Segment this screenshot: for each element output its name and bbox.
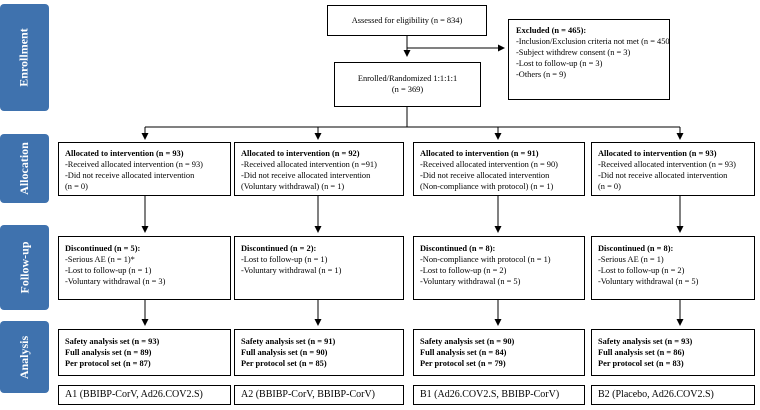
followup-box-b2: Discontinued (n = 8): -Serious AE (n = 1… — [591, 236, 755, 300]
allocation-line: (Voluntary withdrawal) (n = 1) — [241, 182, 345, 191]
allocation-box-a1: Allocated to intervention (n = 93) -Rece… — [58, 142, 231, 196]
allocation-line: -Did not receive allocated intervention — [241, 171, 371, 180]
analysis-line: Per protocol set (n = 87) — [65, 359, 151, 368]
followup-box-a1: Discontinued (n = 5): -Serious AE (n = 1… — [58, 236, 231, 300]
followup-title: Discontinued (n = 8): — [598, 244, 674, 253]
excluded-box: Excluded (n = 465): -Inclusion/Exclusion… — [508, 19, 670, 100]
analysis-line: Safety analysis set (n = 90) — [420, 337, 515, 346]
followup-box-a2: Discontinued (n = 2): -Lost to follow-up… — [234, 236, 404, 300]
stage-label-followup: Follow-up — [0, 225, 49, 310]
stage-label-allocation-text: Allocation — [17, 142, 32, 195]
followup-line: -Voluntary withdrawal (n = 3) — [65, 277, 166, 286]
excluded-item: -Lost to follow-up (n = 3) — [516, 59, 603, 68]
analysis-line: Safety analysis set (n = 93) — [598, 337, 693, 346]
allocation-line: (Non-compliance with protocol) (n = 1) — [420, 182, 554, 191]
stage-label-enrollment-text: Enrollment — [17, 28, 32, 87]
followup-box-b1: Discontinued (n = 8): -Non-compliance wi… — [413, 236, 585, 300]
arm-label-b2: B2 (Placebo, Ad26.COV2.S) — [591, 385, 755, 405]
excluded-item: -Inclusion/Exclusion criteria not met (n… — [516, 37, 670, 46]
stage-label-analysis-text: Analysis — [16, 335, 31, 379]
allocation-line: -Did not receive allocated intervention — [65, 171, 195, 180]
assessed-box: Assessed for eligibility (n = 834) — [327, 5, 487, 36]
followup-title: Discontinued (n = 5): — [65, 244, 141, 253]
arm-label-a2: A2 (BBIBP-CorV, BBIBP-CorV) — [234, 385, 404, 405]
analysis-line: Safety analysis set (n = 91) — [241, 337, 336, 346]
analysis-box-b1: Safety analysis set (n = 90) Full analys… — [413, 329, 585, 376]
followup-line: -Voluntary withdrawal (n = 1) — [241, 266, 342, 275]
allocation-line: -Received allocated intervention (n = 93… — [598, 160, 736, 169]
followup-line: -Voluntary withdrawal (n = 5) — [420, 277, 521, 286]
allocation-title: Allocated to intervention (n = 93) — [598, 149, 717, 158]
allocation-box-b1: Allocated to intervention (n = 91) -Rece… — [413, 142, 585, 196]
allocation-box-b2: Allocated to intervention (n = 93) -Rece… — [591, 142, 755, 196]
allocation-title: Allocated to intervention (n = 93) — [65, 149, 184, 158]
analysis-line: Full analysis set (n = 86) — [598, 348, 685, 357]
stage-label-enrollment: Enrollment — [0, 4, 49, 111]
allocation-line: -Received allocated intervention (n =91) — [241, 160, 377, 169]
assessed-text: Assessed for eligibility (n = 834) — [351, 16, 463, 25]
allocation-line: (n = 0) — [65, 182, 88, 191]
arm-label-a1: A1 (BBIBP-CorV, Ad26.COV2.S) — [58, 385, 231, 405]
excluded-item: -Others (n = 9) — [516, 70, 567, 79]
randomized-box: Enrolled/Randomized 1:1:1:1 (n = 369) — [334, 62, 481, 107]
randomized-text-line2: (n = 369) — [391, 85, 424, 94]
allocation-title: Allocated to intervention (n = 92) — [241, 149, 360, 158]
allocation-line: (n = 0) — [598, 182, 621, 191]
allocation-box-a2: Allocated to intervention (n = 92) -Rece… — [234, 142, 404, 196]
randomized-text-line1: Enrolled/Randomized 1:1:1:1 — [357, 74, 458, 83]
analysis-box-a2: Safety analysis set (n = 91) Full analys… — [234, 329, 404, 376]
followup-line: -Serious AE (n = 1)* — [65, 255, 135, 264]
analysis-box-b2: Safety analysis set (n = 93) Full analys… — [591, 329, 755, 376]
allocation-line: -Received allocated intervention (n = 93… — [65, 160, 203, 169]
analysis-line: Per protocol set (n = 83) — [598, 359, 684, 368]
followup-line: -Non-compliance with protocol (n = 1) — [420, 255, 551, 264]
excluded-item: -Subject withdrew consent (n = 3) — [516, 48, 631, 57]
followup-line: -Lost to follow-up (n = 2) — [598, 266, 685, 275]
analysis-line: Full analysis set (n = 89) — [65, 348, 152, 357]
allocation-title: Allocated to intervention (n = 91) — [420, 149, 539, 158]
analysis-line: Full analysis set (n = 90) — [241, 348, 328, 357]
followup-line: -Lost to follow-up (n = 1) — [65, 266, 152, 275]
excluded-title: Excluded (n = 465): — [516, 26, 587, 35]
analysis-line: Per protocol set (n = 79) — [420, 359, 506, 368]
stage-label-analysis: Analysis — [0, 321, 49, 393]
stage-label-allocation: Allocation — [0, 134, 49, 203]
allocation-line: -Did not receive allocated intervention — [598, 171, 728, 180]
stage-label-followup-text: Follow-up — [17, 241, 32, 294]
followup-line: -Lost to follow-up (n = 2) — [420, 266, 507, 275]
analysis-box-a1: Safety analysis set (n = 93) Full analys… — [58, 329, 231, 376]
followup-line: -Lost to follow-up (n = 1) — [241, 255, 328, 264]
allocation-line: -Did not receive allocated intervention — [420, 171, 550, 180]
allocation-line: -Received allocated intervention (n = 90… — [420, 160, 558, 169]
followup-line: -Serious AE (n = 1) — [598, 255, 664, 264]
followup-line: -Voluntary withdrawal (n = 5) — [598, 277, 699, 286]
followup-title: Discontinued (n = 8): — [420, 244, 496, 253]
analysis-line: Safety analysis set (n = 93) — [65, 337, 160, 346]
followup-title: Discontinued (n = 2): — [241, 244, 317, 253]
analysis-line: Per protocol set (n = 85) — [241, 359, 327, 368]
arm-label-b1: B1 (Ad26.COV2.S, BBIBP-CorV) — [413, 385, 585, 405]
analysis-line: Full analysis set (n = 84) — [420, 348, 507, 357]
